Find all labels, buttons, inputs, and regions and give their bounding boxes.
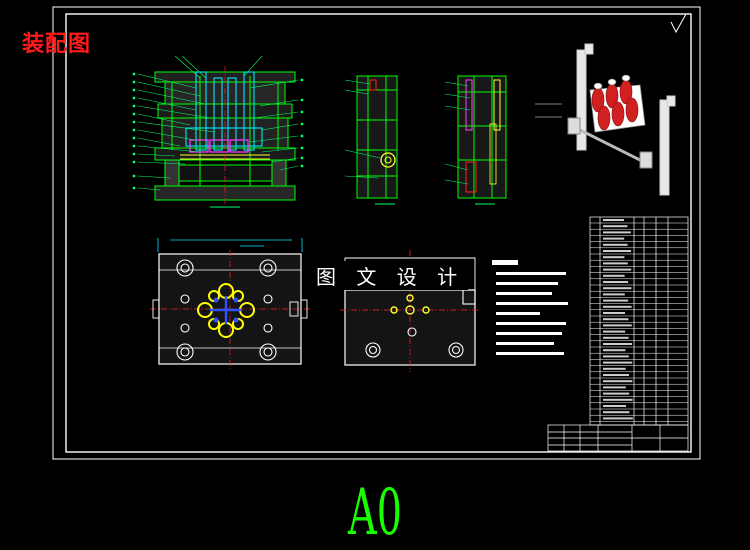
part-info-note (535, 103, 562, 118)
parts-list-rows (590, 219, 688, 422)
watermark-text: 图 文 设 计 (312, 261, 469, 290)
surface-roughness-symbol-icon (670, 13, 687, 34)
title-block (547, 424, 689, 452)
paper-size-label: A0 (348, 476, 402, 550)
inner-frame (65, 13, 692, 453)
side-section-view-a (344, 75, 398, 205)
main-section-view (132, 55, 304, 208)
outer-frame (52, 6, 701, 460)
moving-half-plan-view (150, 238, 310, 370)
part-3d-render-icon (567, 43, 676, 196)
fixed-half-plan-view (340, 250, 480, 372)
technical-requirements (492, 260, 568, 355)
drawing-title: 装配图 (22, 32, 92, 57)
side-section-view-b (444, 75, 507, 205)
